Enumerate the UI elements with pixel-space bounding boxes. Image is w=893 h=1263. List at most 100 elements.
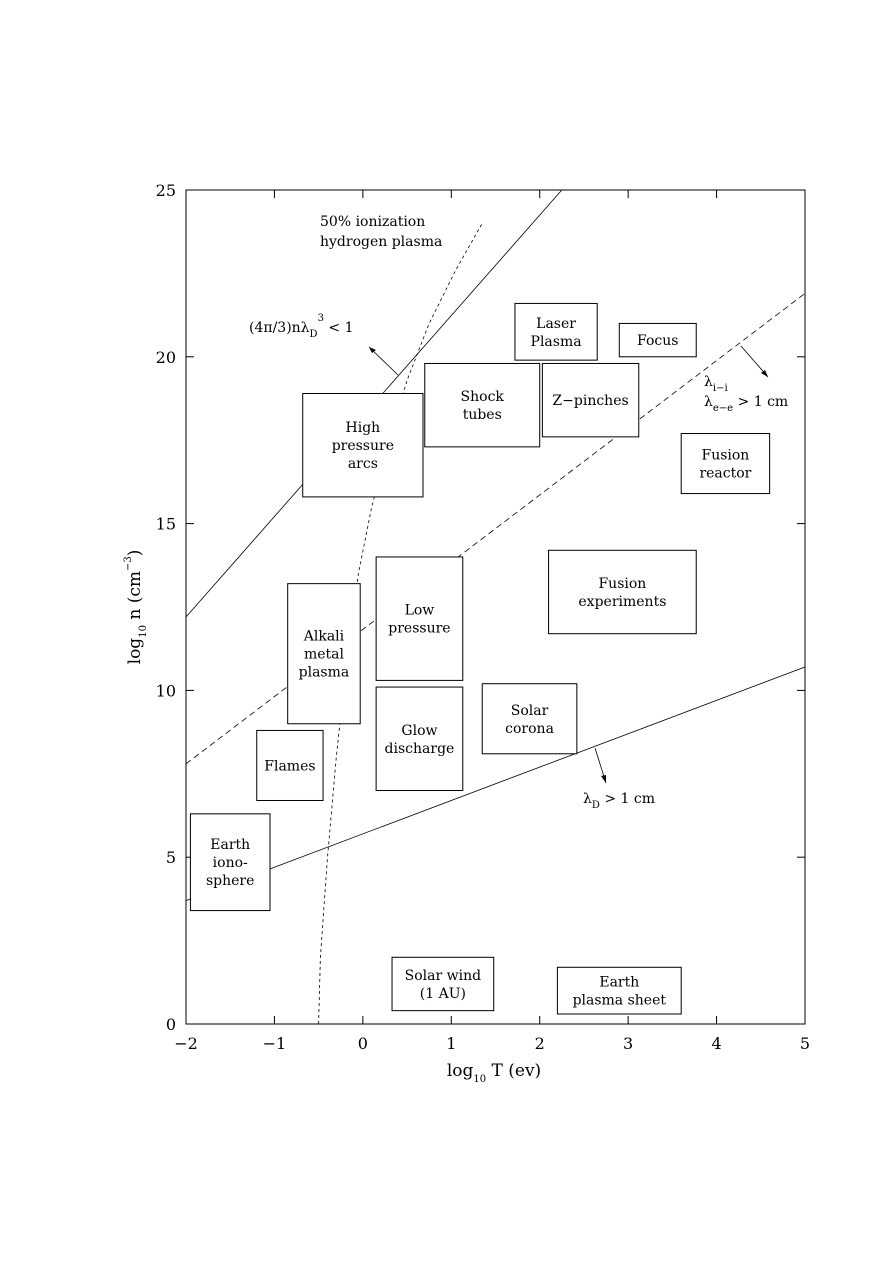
x-tick-label: 0	[358, 1034, 368, 1053]
electron-mfp-sub: e−e	[713, 403, 733, 414]
x-tick-label: 2	[535, 1034, 545, 1053]
debye-length-arrowhead	[601, 775, 606, 783]
debye-sphere-arrowhead	[369, 347, 376, 353]
mfp-inequality: > 1 cm	[733, 394, 788, 410]
debye-length-line	[185, 666, 806, 901]
region-alkali-metal-plasma: Alkali metal plasma	[287, 583, 361, 725]
ionization-label-line1: 50% ionization	[320, 214, 425, 230]
alkali-metal-plasma-label: Alkali	[303, 629, 345, 645]
debye-length-annotation: λD > 1 cm	[583, 747, 655, 811]
debye-sphere-annotation: (4π/3)nλD3 < 1	[249, 313, 399, 376]
y-axis-label: log10 n (cm−3)	[123, 550, 149, 665]
y-tick-label: 15	[156, 515, 176, 534]
focus-label: Focus	[637, 333, 678, 349]
y-tick-label: 25	[156, 181, 176, 200]
glow-discharge-box	[375, 686, 464, 791]
ion-mfp-symbol: λ	[704, 374, 713, 390]
region-glow-discharge: Glow discharge	[375, 686, 464, 791]
debye-length-inequality: > 1 cm	[600, 791, 655, 807]
region-solar-wind: Solar wind (1 AU)	[391, 956, 495, 1012]
debye-sphere-label: (4π/3)nλ	[249, 320, 310, 336]
solar-corona-box	[481, 683, 578, 755]
high-pressure-arcs-label: arcs	[348, 456, 378, 472]
focus-box	[618, 322, 697, 358]
high-pressure-arcs-label: High	[346, 420, 381, 436]
y-tick-label: 0	[166, 1015, 176, 1034]
axis-ticks	[185, 189, 806, 1025]
low-pressure-box	[375, 556, 464, 681]
x-tick-label: −2	[174, 1034, 198, 1053]
region-earth-plasma-sheet: Earth plasma sheet	[556, 966, 682, 1015]
ion-mfp-sub: i−i	[713, 383, 728, 394]
high-pressure-arcs-box	[302, 392, 424, 498]
shock-tubes-box	[424, 362, 541, 448]
fusion-reactor-label: reactor	[699, 466, 751, 482]
debye-length-sub: D	[592, 800, 600, 811]
glow-discharge-label: Glow	[401, 723, 437, 739]
region-fusion-experiments: Fusion experiments	[548, 549, 697, 635]
shock-tubes-label: Shock	[461, 389, 505, 405]
fusion-experiments-label: Fusion	[598, 576, 646, 592]
earth-plasma-sheet-box	[556, 966, 682, 1015]
plot-frame	[185, 189, 806, 1025]
ionization-label-line2: hydrogen plasma	[320, 234, 442, 250]
flames-box	[256, 729, 324, 801]
region-solar-corona: Solar corona	[481, 683, 578, 755]
fusion-reactor-label: Fusion	[701, 448, 749, 464]
electron-mfp-symbol: λ	[704, 394, 713, 410]
x-axis-label: log10 T (ev)	[447, 1061, 541, 1085]
x-tick-label: 3	[623, 1034, 633, 1053]
z-pinches-box	[541, 362, 640, 438]
x-tick-label: 4	[711, 1034, 721, 1053]
fusion-reactor-box	[680, 433, 771, 495]
high-pressure-arcs-label: pressure	[332, 438, 394, 454]
flames-label: Flames	[264, 758, 315, 774]
y-tick-label: 20	[156, 348, 176, 367]
debye-length-symbol: λ	[583, 791, 592, 807]
mfp-arrowhead	[761, 370, 768, 377]
svg-text:λD > 1 cm: λD > 1 cm	[583, 791, 655, 811]
glow-discharge-label: discharge	[385, 741, 455, 757]
alkali-metal-plasma-label: plasma	[299, 665, 350, 681]
earth-plasma-sheet-label: Earth	[599, 975, 639, 991]
earth-ionosphere-box	[189, 813, 271, 912]
alkali-metal-plasma-label: metal	[304, 647, 345, 663]
debye-sphere-sub: D	[310, 329, 318, 340]
fusion-experiments-label: experiments	[578, 594, 666, 610]
alkali-metal-plasma-box	[287, 583, 361, 725]
plasma-regions: Earthiono-sphereFlamesAlkalimetalplasmaH…	[189, 302, 771, 1015]
svg-text:λi−i: λi−i	[704, 374, 728, 394]
solar-wind-label: (1 AU)	[420, 986, 466, 1002]
y-tick-label: 10	[156, 681, 176, 700]
x-tick-label: 5	[800, 1034, 810, 1053]
y-tick-labels: 0 5 10 15 20 25	[156, 181, 176, 1034]
laser-plasma-label: Plasma	[531, 334, 582, 350]
x-tick-label: 1	[446, 1034, 456, 1053]
solar-corona-label: Solar	[511, 703, 549, 719]
x-tick-label: −1	[263, 1034, 287, 1053]
x-tick-labels: −2 −1 0 1 2 3 4 5	[174, 1034, 810, 1053]
laser-plasma-label: Laser	[536, 316, 576, 332]
low-pressure-label: pressure	[388, 621, 450, 637]
region-flames: Flames	[256, 729, 324, 801]
earth-ionosphere-label: sphere	[206, 873, 254, 889]
region-shock-tubes: Shock tubes	[424, 362, 541, 448]
debye-sphere-inequality: < 1	[324, 320, 354, 336]
debye-sphere-arrow	[368, 346, 399, 376]
fusion-experiments-box	[548, 549, 697, 635]
solar-wind-box	[391, 956, 495, 1012]
mean-free-path-annotation: λi−i λe−e > 1 cm	[704, 345, 788, 414]
region-high-pressure-arcs: High pressure arcs	[302, 392, 424, 498]
solar-corona-label: corona	[505, 721, 554, 737]
solar-wind-label: Solar wind	[405, 968, 481, 984]
earth-plasma-sheet-label: plasma sheet	[573, 993, 667, 1009]
debye-sphere-sup: 3	[318, 313, 324, 324]
shock-tubes-label: tubes	[463, 407, 502, 423]
earth-ionosphere-label: iono-	[213, 855, 248, 871]
z-pinches-label: Z−pinches	[552, 393, 628, 409]
y-tick-label: 5	[166, 848, 176, 867]
